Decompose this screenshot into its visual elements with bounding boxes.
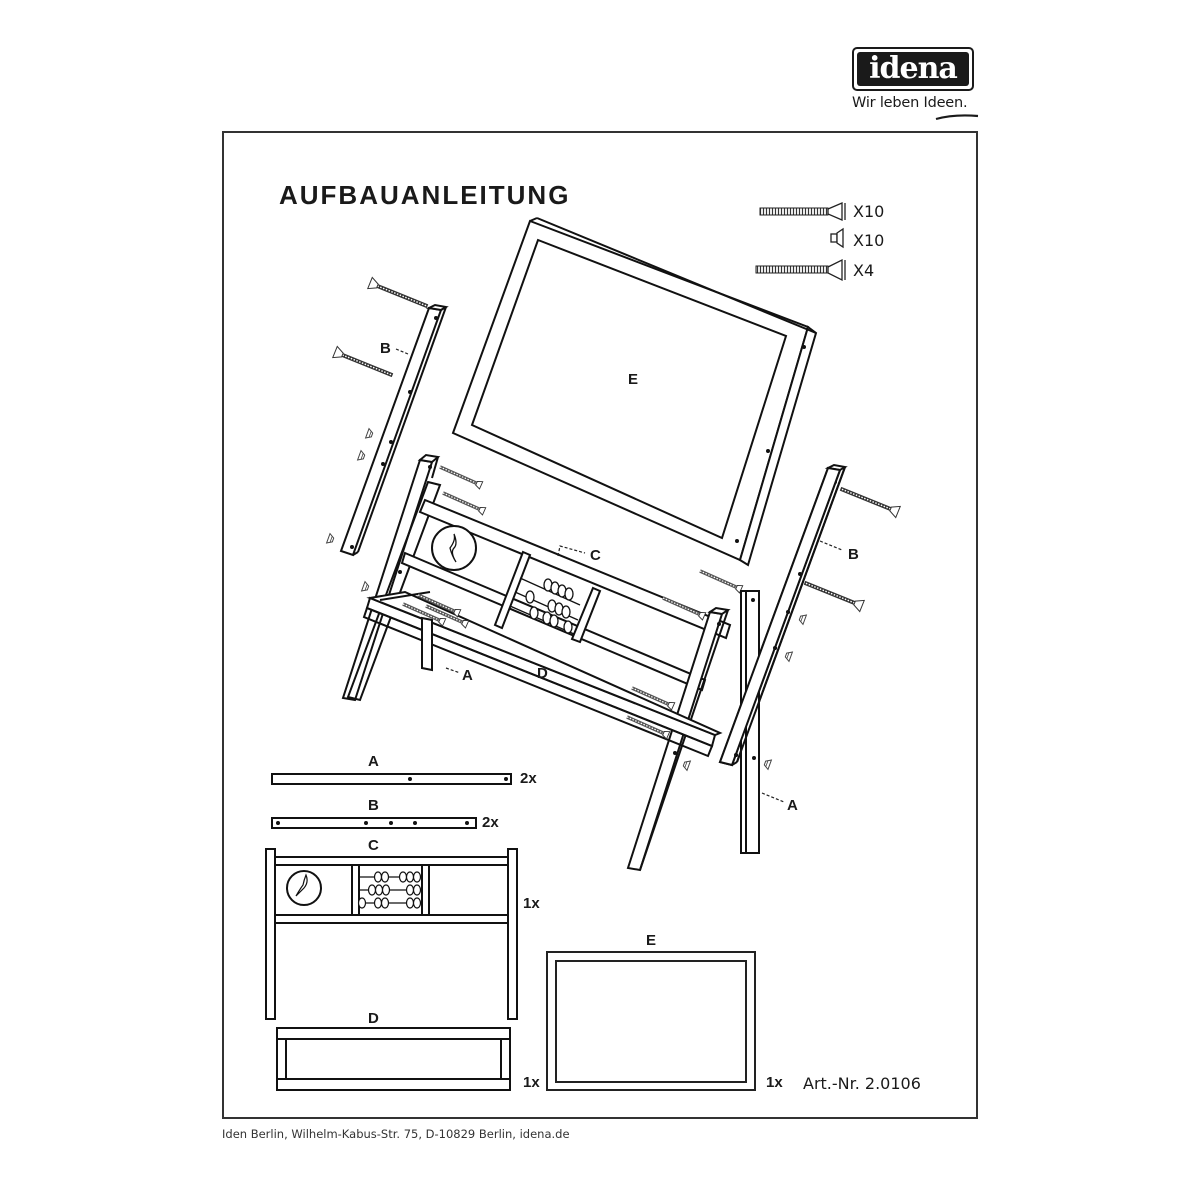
- abacus-icon: [509, 577, 581, 635]
- leader-a-right: [761, 792, 785, 803]
- footer-address: Iden Berlin, Wilhelm-Kabus-Str. 75, D-10…: [222, 1127, 570, 1141]
- logo-wordmark: idena: [857, 52, 969, 86]
- label-a-right-exploded: A: [787, 797, 798, 814]
- exploded-part-d-shelf: [362, 590, 723, 758]
- cap-nut-quantity: X10: [853, 231, 885, 250]
- part-c-quantity: 1x: [523, 895, 540, 912]
- part-d-label: D: [368, 1010, 379, 1027]
- leader-b-left: [395, 348, 409, 355]
- logo-box: idena: [852, 47, 974, 91]
- part-e-quantity: 1x: [766, 1074, 783, 1091]
- label-d-exploded: D: [537, 665, 548, 682]
- label-c-exploded: C: [590, 547, 601, 564]
- extra-long-screw-icon: [755, 258, 846, 282]
- label-b-left-exploded: B: [380, 340, 391, 357]
- leader-a-left: [445, 667, 461, 674]
- part-a-quantity: 2x: [520, 770, 537, 787]
- part-b-drawing: [271, 817, 477, 829]
- slogan-underline-swoosh: [935, 114, 979, 121]
- leader-c: [557, 545, 586, 557]
- part-b-quantity: 2x: [482, 814, 499, 831]
- article-number: Art.-Nr. 2.0106: [803, 1074, 921, 1093]
- part-c-drawing: [265, 848, 518, 1020]
- hardware-legend: [755, 202, 846, 282]
- part-c-abacus-icon: [357, 871, 422, 909]
- long-screw-icon: [759, 202, 846, 221]
- instruction-frame: [222, 131, 978, 1119]
- long-screw-quantity: X10: [853, 202, 885, 221]
- exploded-part-e-board: [451, 217, 818, 567]
- leader-b-right: [819, 540, 843, 551]
- brand-logo: idena Wir leben Ideen.: [852, 47, 979, 121]
- cap-nut-icon: [830, 227, 844, 249]
- part-d-quantity: 1x: [523, 1074, 540, 1091]
- exploded-part-a-right: [740, 590, 760, 854]
- part-d-drawing: [276, 1027, 511, 1091]
- label-b-right-exploded: B: [848, 546, 859, 563]
- part-e-drawing: [546, 951, 756, 1091]
- label-a-left-exploded: A: [462, 667, 473, 684]
- screws-left-b: [326, 276, 429, 594]
- exploded-part-a-left: [421, 616, 433, 672]
- part-a-drawing: [271, 773, 512, 785]
- extra-long-screw-quantity: X4: [853, 261, 875, 280]
- part-b-label: B: [368, 797, 379, 814]
- screws-right-b: [681, 486, 902, 771]
- part-c-label: C: [368, 837, 379, 854]
- part-e-label: E: [646, 932, 657, 949]
- exploded-part-b-left: [339, 303, 449, 557]
- label-e-exploded: E: [628, 371, 639, 388]
- part-a-label: A: [368, 753, 379, 770]
- logo-slogan: Wir leben Ideen.: [852, 95, 968, 111]
- document-title: AUFBAUANLEITUNG: [279, 180, 571, 210]
